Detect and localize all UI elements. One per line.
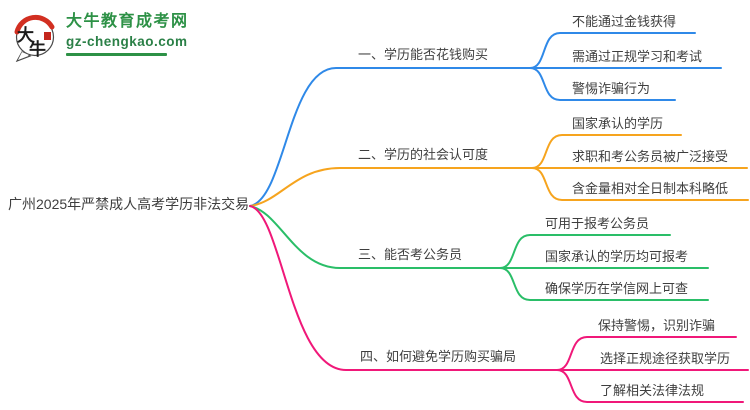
branch-4-topic[interactable]: 四、如何避免学历购买骗局 — [360, 349, 517, 364]
branch-2-child-1-line — [531, 134, 682, 169]
branch-2-child-3[interactable]: 含金量相对全日制本科略低 — [572, 181, 729, 196]
branch-3-line — [249, 205, 501, 269]
branch-3-child-3-line — [499, 267, 709, 301]
branch-4-child-2[interactable]: 选择正规途径获取学历 — [600, 351, 731, 366]
branch-1-child-2[interactable]: 需通过正规学习和考试 — [572, 49, 703, 64]
svg-text:牛: 牛 — [29, 39, 46, 59]
branch-2-lines — [249, 134, 749, 207]
branch-1-lines — [249, 32, 722, 207]
branch-2-child-2[interactable]: 求职和考公务员被广泛接受 — [572, 149, 729, 164]
branch-2-child-3-line — [531, 167, 749, 201]
branch-2-child-1[interactable]: 国家承认的学历 — [572, 116, 664, 131]
branch-3-child-2[interactable]: 国家承认的学历均可报考 — [545, 249, 689, 264]
branch-4-child-3[interactable]: 了解相关法律法规 — [600, 383, 705, 398]
branch-2-topic[interactable]: 二、学历的社会认可度 — [358, 147, 489, 162]
branch-3-topic[interactable]: 三、能否考公务员 — [358, 247, 463, 262]
branch-4-child-1[interactable]: 保持警惕，识别诈骗 — [598, 318, 716, 333]
branch-1-child-1[interactable]: 不能通过金钱获得 — [572, 14, 677, 29]
branch-1-child-1-line — [529, 32, 696, 69]
branch-4-line — [249, 205, 558, 371]
branch-3-child-1[interactable]: 可用于报考公务员 — [545, 216, 650, 231]
branch-3-lines — [249, 205, 709, 301]
logo-domain: gz-chengkao.com — [66, 34, 188, 49]
branch-3-child-1-line — [499, 234, 671, 269]
logo-title: 大牛教育成考网 — [66, 13, 189, 30]
branch-1-child-3[interactable]: 警惕诈骗行为 — [572, 81, 651, 96]
branch-1-topic[interactable]: 一、学历能否花钱购买 — [358, 47, 489, 62]
branch-1-child-3-line — [529, 67, 676, 101]
svg-text:大: 大 — [17, 25, 34, 45]
site-logo: 大 牛 大牛教育成考网 gz-chengkao.com — [12, 10, 189, 62]
branch-2-line — [249, 167, 533, 207]
logo-bull-icon: 大 牛 — [14, 14, 55, 62]
branch-3-child-3[interactable]: 确保学历在学信网上可查 — [545, 281, 689, 296]
branch-4-child-3-line — [556, 369, 744, 403]
branch-4-lines — [249, 205, 749, 403]
branch-1-line — [249, 67, 531, 207]
root-topic[interactable]: 广州2025年严禁成人高考学历非法交易 — [8, 196, 250, 212]
logo-underline — [66, 53, 167, 56]
branch-4-child-1-line — [556, 336, 737, 371]
